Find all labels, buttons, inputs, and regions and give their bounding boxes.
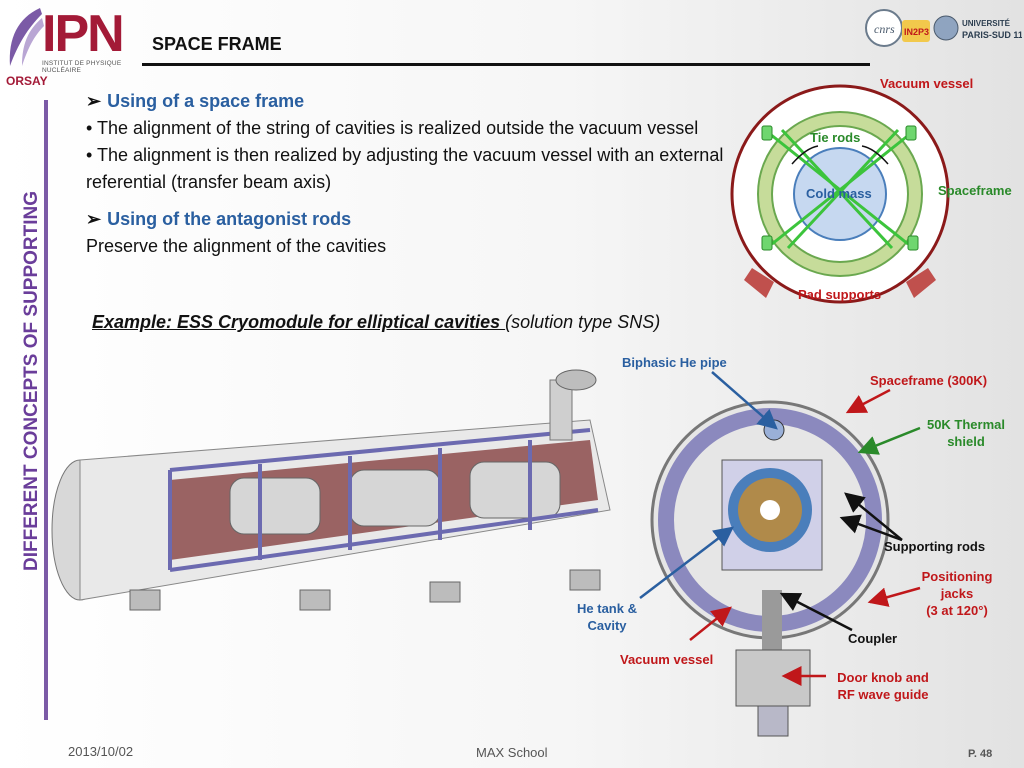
univ-top-text: UNIVERSITÉ: [962, 19, 1011, 28]
page-number: P. 48: [968, 748, 993, 760]
supporting-rods-label: Supporting rods: [884, 539, 986, 554]
spaceframe-label: Spaceframe: [938, 183, 1012, 198]
ipn-swoosh-icon: [9, 8, 44, 66]
he-tank-label: He tank &Cavity: [577, 601, 637, 633]
pad-support-left-icon: [744, 268, 774, 298]
section2-text: Preserve the alignment of the cavities: [86, 236, 387, 256]
example-note: (solution type SNS): [505, 312, 661, 332]
ipn-subtitle: INSTITUT DE PHYSIQUE NUCLÉAIRE: [42, 60, 122, 74]
partner-logos: cnrs IN2P3 UNIVERSITÉ PARIS-SUD 11: [862, 6, 1023, 52]
university-seal-icon: [933, 15, 959, 41]
vertical-section-title: DIFFERENT CONCEPTS OF SUPPORTING: [21, 190, 42, 571]
section2-heading: ➢Using of the antagonist rods: [86, 209, 352, 229]
ipn-logo: IPN INSTITUT DE PHYSIQUE NUCLÉAIRE ORSAY: [4, 2, 132, 94]
footer-date: 2013/10/02: [68, 744, 134, 759]
arrow-bullet-icon: ➢: [86, 209, 102, 229]
content-bullets: ➢Using of a space frame • The alignment …: [86, 88, 726, 260]
arrow-bullet-icon: ➢: [86, 91, 102, 111]
biphasic-label: Biphasic He pipe: [622, 355, 727, 370]
biphasic-pipe: [763, 419, 785, 441]
pad-support-right-icon: [906, 268, 936, 298]
side-accent-bar: [44, 100, 48, 720]
spaceframe-300k-label: Spaceframe (300K): [870, 373, 988, 388]
bullet-1: • The alignment of the string of cavitie…: [86, 118, 699, 138]
coupler-label: Coupler: [848, 631, 898, 646]
bullet-2: • The alignment is then realized by adju…: [86, 145, 724, 192]
ipn-place: ORSAY: [6, 74, 48, 88]
door-knob: [735, 649, 811, 707]
cold-mass-label: Cold mass: [806, 186, 872, 201]
vacuum-vessel-bottom-label: Vacuum vessel: [620, 652, 714, 667]
cnrs-text: cnrs: [874, 22, 895, 36]
coupler-stem: [762, 590, 782, 650]
pad-supports-label: Pad supports: [798, 287, 882, 302]
univ-bottom-text: PARIS-SUD 11: [962, 30, 1022, 40]
cryomodule-3d-illustration: [51, 369, 611, 611]
title-underline: [142, 63, 870, 66]
ipn-name: IPN: [42, 5, 125, 63]
tie-rods-lines: [769, 128, 911, 250]
spaceframe-schematic: Tie rods Cold mass: [730, 84, 950, 304]
tie-rods-label: Tie rods: [810, 130, 860, 145]
in2p3-text: IN2P3: [904, 27, 929, 37]
page-title: SPACE FRAME: [152, 34, 282, 54]
example-label: Example: ESS Cryomodule for elliptical c…: [92, 312, 506, 332]
example-line: Example: ESS Cryomodule for elliptical c…: [92, 312, 660, 333]
vacuum-vessel-label: Vacuum vessel: [880, 76, 974, 91]
section1-heading: ➢Using of a space frame: [86, 91, 305, 111]
in2p3-logo-icon: [902, 20, 930, 42]
footer-event: MAX School: [476, 745, 548, 760]
